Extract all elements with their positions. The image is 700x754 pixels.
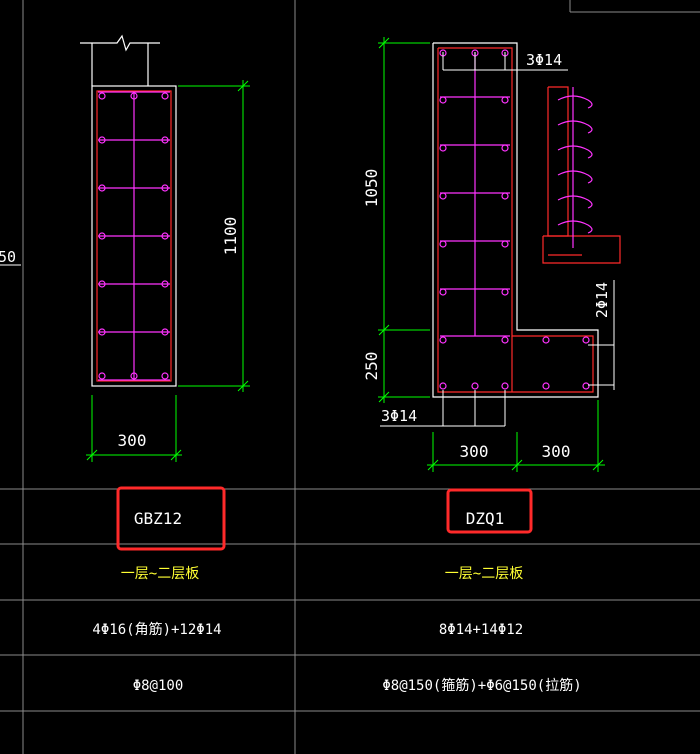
dzq1-rebar-dot <box>582 336 590 344</box>
dzq1-top-bar-leader <box>442 52 568 71</box>
dzq1-rebar-dot <box>439 336 447 344</box>
dzq1-stirrups-spec: Φ8@150(箍筋)+Φ6@150(拉筋) <box>382 677 581 694</box>
left-margin-label: 50 <box>0 248 16 266</box>
gbz12-name-highlight <box>116 486 226 551</box>
gbz12-rebar-dot <box>98 280 106 288</box>
dzq1-rebar-dot <box>439 240 447 248</box>
dzq1-rebar-dot <box>501 288 509 296</box>
dzq1-tie-detail <box>542 86 621 264</box>
dzq1-tie-hook <box>557 120 593 134</box>
dzq1-height-upper-label: 1050 <box>362 169 381 208</box>
gbz12-height-label: 1100 <box>221 217 240 256</box>
gbz12-name[interactable]: GBZ12 <box>134 509 182 528</box>
dzq1-rebar-dot <box>501 382 509 390</box>
gbz12-rebar-dot <box>161 372 169 380</box>
dzq1-rebar-cage <box>437 47 594 393</box>
gbz12-rebar-dot <box>98 372 106 380</box>
dzq1-rebar-dot <box>501 96 509 104</box>
dzq1-rebars <box>439 49 590 390</box>
dzq1-longitudinal-rebar: 8Φ14+14Φ12 <box>439 622 523 638</box>
dzq1-width-left-label: 300 <box>460 442 489 461</box>
dzq1-rebar-dot <box>439 192 447 200</box>
dzq1-name-highlight <box>446 488 533 534</box>
dzq1-height-dimension <box>378 37 430 403</box>
section-dzq1: 3Φ14 3Φ14 2Φ14 <box>362 37 621 472</box>
dzq1-floor-range: 一层~二层板 <box>445 566 523 582</box>
gbz12-stirrups <box>98 91 170 381</box>
dzq1-tie-hook <box>557 220 593 234</box>
gbz12-rebar-dot <box>98 232 106 240</box>
gbz12-rebar-dot <box>161 280 169 288</box>
gbz12-width-dimension <box>86 395 182 462</box>
dzq1-side-bar-label: 2Φ14 <box>593 282 611 318</box>
dzq1-rebar-dot <box>471 382 479 390</box>
gbz12-rebar-dot <box>130 92 138 100</box>
gbz12-stirrups-spec: Φ8@100 <box>133 678 184 694</box>
dzq1-rebar-dot <box>501 192 509 200</box>
gbz12-rebar-dot <box>161 136 169 144</box>
dzq1-rebar-dot <box>501 144 509 152</box>
dzq1-tie-hook <box>557 145 593 159</box>
dzq1-rebar-dot <box>439 288 447 296</box>
gbz12-rebars <box>98 92 169 380</box>
dzq1-rebar-dot <box>439 96 447 104</box>
dzq1-width-dimension <box>427 400 605 472</box>
dzq1-side-bar-leader <box>588 280 615 390</box>
dzq1-width-right-label: 300 <box>542 442 571 461</box>
gbz12-longitudinal-rebar: 4Φ16(角筋)+12Φ14 <box>92 621 221 638</box>
gbz12-rebar-dot <box>98 136 106 144</box>
dzq1-height-lower-label: 250 <box>362 352 381 381</box>
gbz12-width-label: 300 <box>118 431 147 450</box>
dzq1-rebar-dot <box>542 382 550 390</box>
gbz12-rebar-dot <box>161 92 169 100</box>
dzq1-tie-hook <box>557 195 593 209</box>
dzq1-rebar-dot <box>542 336 550 344</box>
dzq1-rebar-dot <box>582 382 590 390</box>
gbz12-rebar-dot <box>130 372 138 380</box>
gbz12-rebar-dot <box>161 232 169 240</box>
dzq1-top-bar-label: 3Φ14 <box>526 51 562 69</box>
gbz12-floor-range: 一层~二层板 <box>121 566 199 582</box>
dzq1-tie-hook <box>557 95 593 109</box>
dzq1-tie-hook <box>557 170 593 184</box>
gbz12-rebar-dot <box>98 184 106 192</box>
dzq1-name[interactable]: DZQ1 <box>466 509 505 528</box>
dzq1-bottom-bar-leader <box>380 390 506 427</box>
gbz12-break-line <box>80 34 160 52</box>
gbz12-rebar-dot <box>161 328 169 336</box>
gbz12-rebar-cage <box>96 90 172 382</box>
dzq1-rebar-dot <box>439 382 447 390</box>
gbz12-outline <box>91 85 177 387</box>
dzq1-bottom-bar-label: 3Φ14 <box>381 407 417 425</box>
gbz12-rebar-dot <box>161 184 169 192</box>
dzq1-rebar-dot <box>439 144 447 152</box>
gbz12-height-dimension <box>178 80 250 392</box>
dzq1-rebar-dot <box>501 240 509 248</box>
section-gbz12: 1100 300 <box>80 34 250 462</box>
dzq1-outline <box>432 42 599 398</box>
gbz12-rebar-dot <box>98 328 106 336</box>
dzq1-rebar-dot <box>501 336 509 344</box>
dzq1-stirrups <box>440 52 510 337</box>
gbz12-rebar-dot <box>98 92 106 100</box>
